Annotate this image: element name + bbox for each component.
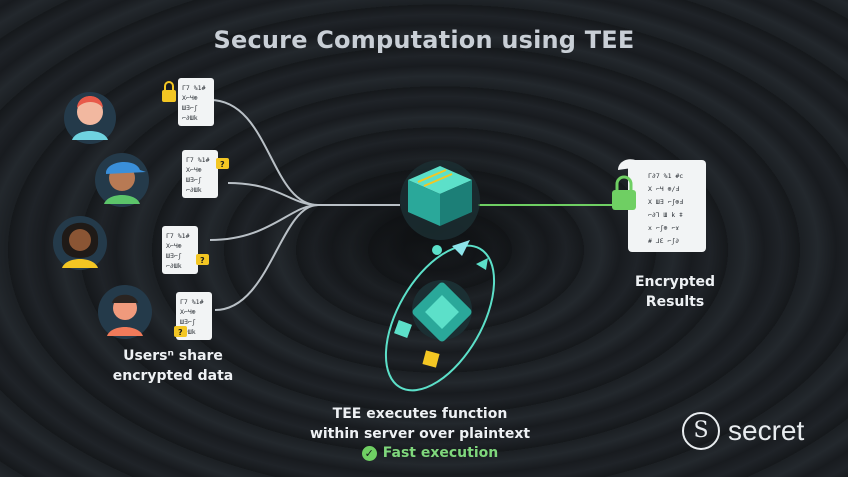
result-doc-line: ⌐∂⅂ Ш k ǂ xyxy=(648,211,683,219)
tee-caption-line2: within server over plaintext xyxy=(309,426,531,442)
svg-text:?: ? xyxy=(220,160,225,169)
svg-text:Ш∃⌐ʃ: Ш∃⌐ʃ xyxy=(182,104,198,112)
encrypted-doc-2: Г7 %1# X⌐Ч⊕ Ш∃⌐ʃ ⌐∂Шk ? xyxy=(182,150,229,198)
tee-server-icon xyxy=(400,160,480,240)
svg-text:Ш∃⌐ʃ: Ш∃⌐ʃ xyxy=(186,176,202,184)
cpu-chip-icon xyxy=(384,240,496,392)
user-avatar-3 xyxy=(53,216,107,270)
result-doc-line: Г∂7 %1 #c xyxy=(648,172,683,180)
svg-text:X⌐Ч⊕: X⌐Ч⊕ xyxy=(180,308,196,316)
svg-text:?: ? xyxy=(178,328,183,337)
svg-text:X⌐Ч⊕: X⌐Ч⊕ xyxy=(166,242,182,250)
svg-text:Г7 %1#: Г7 %1# xyxy=(180,298,204,306)
page-title: Secure Computation using TEE xyxy=(213,26,635,54)
encrypted-doc-1: Г7 %1# X⌐Ч⊕ Ш∃⌐ʃ ⌐∂Шk xyxy=(162,78,214,126)
result-doc-line: X ⌐Ч ⊕/Ⅎ xyxy=(648,185,679,193)
encrypted-doc-3: Г7 %1# X⌐Ч⊕ Ш∃⌐ʃ ⌐∂Шk ? xyxy=(162,226,209,274)
tee-caption: TEE executes function within server over… xyxy=(300,404,540,444)
results-caption-line1: Encrypted xyxy=(634,274,716,290)
svg-text:X⌐Ч⊕: X⌐Ч⊕ xyxy=(182,94,198,102)
result-doc-line: X Ш∃ ⌐ʃ⊕Ⅎ xyxy=(648,198,683,206)
tee-caption-line1: TEE executes function xyxy=(332,406,508,422)
fast-execution-label: Fast execution xyxy=(382,445,499,461)
fast-execution-badge: ✓ Fast execution xyxy=(330,445,530,461)
svg-text:X⌐Ч⊕: X⌐Ч⊕ xyxy=(186,166,202,174)
users-caption: Usersⁿ share encrypted data xyxy=(78,346,268,386)
svg-text:Г7 %1#: Г7 %1# xyxy=(186,156,210,164)
svg-text:Ш∃⌐ʃ: Ш∃⌐ʃ xyxy=(166,252,182,260)
svg-text:⌐∂Шk: ⌐∂Шk xyxy=(166,262,182,270)
result-doc-line: x ⌐ʃ⊕ ⌐ɤ xyxy=(648,224,679,232)
svg-text:⌐∂Шk: ⌐∂Шk xyxy=(186,186,202,194)
user-avatar-1 xyxy=(64,92,116,144)
user-avatar-4 xyxy=(98,285,152,339)
users-caption-line1: Usersⁿ share xyxy=(123,348,223,364)
svg-text:⌐∂Шk: ⌐∂Шk xyxy=(180,328,196,336)
secret-logo: S secret xyxy=(682,412,804,450)
svg-text:Г7 %1#: Г7 %1# xyxy=(166,232,190,240)
svg-text:⌐∂Шk: ⌐∂Шk xyxy=(182,114,198,122)
encrypted-doc-4: Г7 %1# X⌐Ч⊕ Ш∃⌐ʃ ⌐∂Шk ? xyxy=(174,292,212,340)
encrypted-result-doc: Г∂7 %1 #c X ⌐Ч ⊕/Ⅎ X Ш∃ ⌐ʃ⊕Ⅎ ⌐∂⅂ Ш k ǂ x… xyxy=(612,159,706,252)
user-connection-lines xyxy=(209,99,400,311)
secret-mark-icon: S xyxy=(682,412,720,450)
result-doc-line: # ⅃ℇ ⌐ʃ∂ xyxy=(648,237,679,245)
user-avatar-2 xyxy=(95,153,149,207)
svg-text:Г7 %1#: Г7 %1# xyxy=(182,84,206,92)
secret-wordmark: secret xyxy=(728,415,805,446)
svg-text:?: ? xyxy=(200,256,205,265)
check-icon: ✓ xyxy=(361,445,377,461)
users-caption-line2: encrypted data xyxy=(112,368,234,384)
results-caption-line2: Results xyxy=(645,294,705,310)
svg-text:Ш∃⌐ʃ: Ш∃⌐ʃ xyxy=(180,318,196,326)
results-caption: Encrypted Results xyxy=(600,272,750,312)
